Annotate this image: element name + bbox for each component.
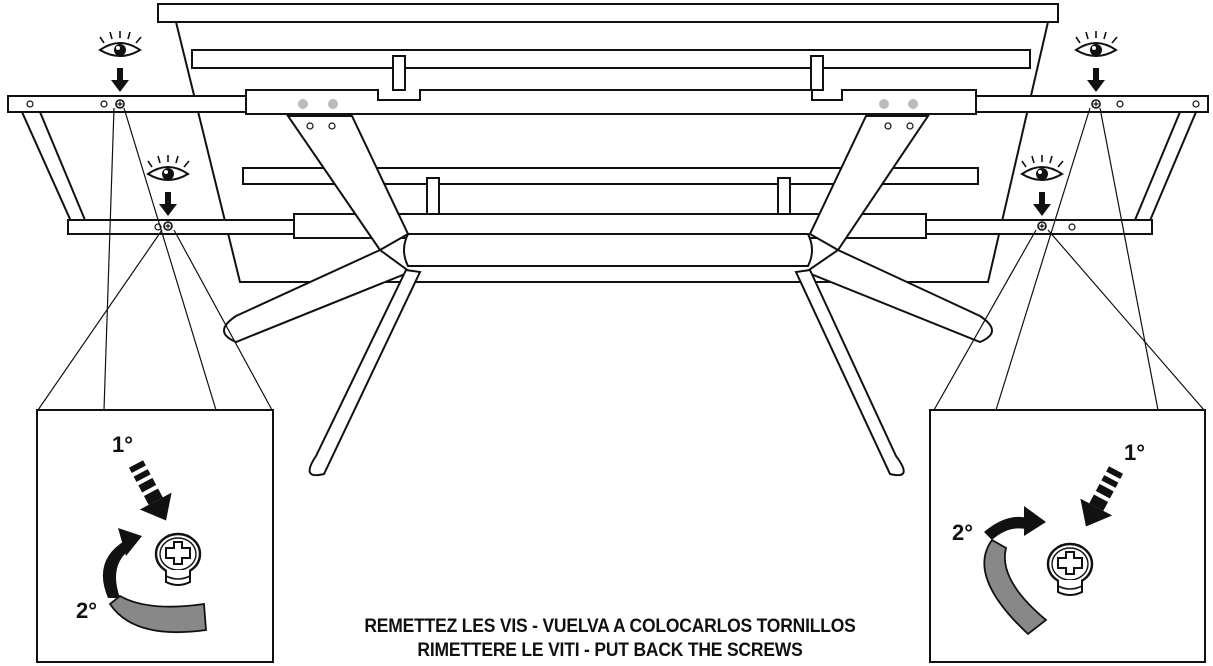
caption-line-1: REMETTEZ LES VIS - VUELVA A COLOCARLOS T… xyxy=(364,616,856,637)
eye-icon xyxy=(1021,154,1064,181)
down-arrow-icon xyxy=(111,68,129,92)
down-arrow-icon xyxy=(1033,192,1051,216)
peg-dot xyxy=(328,99,338,109)
down-arrow-icon xyxy=(159,192,177,216)
upper-crossbar xyxy=(7,55,1209,234)
down-arrow-icon xyxy=(1087,68,1105,92)
caption-line-2: RIMETTERE LE VITI - PUT BACK THE SCREWS xyxy=(417,640,803,661)
eye-icon xyxy=(147,154,190,181)
right-step-2-label: 2° xyxy=(952,520,973,545)
rotate-arrow-icon xyxy=(102,528,207,634)
eye-icon xyxy=(1075,30,1118,57)
screw-icon xyxy=(115,99,125,109)
eye-indicator-bottom-right xyxy=(1021,154,1064,231)
screw-icon xyxy=(1091,99,1101,109)
screw-icon xyxy=(163,221,173,231)
left-detail-box: 1° 2° xyxy=(36,409,274,663)
insert-arrow-icon xyxy=(1080,466,1124,527)
zoom-leaders xyxy=(37,107,1205,411)
table-legs xyxy=(223,115,993,477)
left-step-1-label: 1° xyxy=(112,432,133,457)
peg-dot xyxy=(298,99,308,109)
peg-dot xyxy=(908,99,918,109)
lower-crossbar xyxy=(67,177,1153,239)
right-detail-box: 1° 2° xyxy=(929,409,1206,663)
peg-dot xyxy=(879,99,889,109)
eye-indicator-bottom-left xyxy=(147,154,190,231)
screw-icon xyxy=(1037,221,1047,231)
eye-icon xyxy=(99,30,142,57)
left-step-2-label: 2° xyxy=(76,598,97,623)
right-step-1-label: 1° xyxy=(1124,440,1145,465)
insert-arrow-icon xyxy=(128,460,172,521)
rotate-arrow-icon xyxy=(983,506,1048,636)
